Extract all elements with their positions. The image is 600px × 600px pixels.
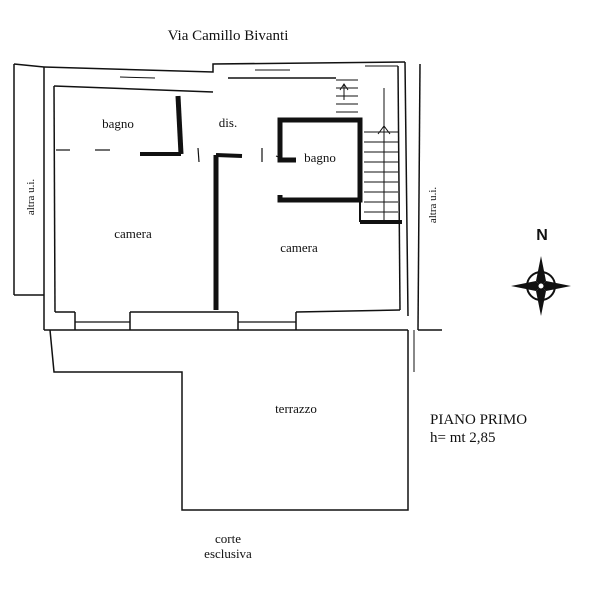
neighbor-right-label: altra u.i. xyxy=(427,187,439,224)
courtyard-label-line1: corte xyxy=(215,531,241,546)
staircase xyxy=(336,79,398,213)
neighbor-unit-right xyxy=(417,63,442,331)
neighbor-left-label: altra u.i. xyxy=(25,179,37,216)
street-name-label: Via Camillo Bivanti xyxy=(168,28,289,44)
courtyard-label-line2: esclusiva xyxy=(204,546,252,561)
outer-walls xyxy=(43,61,409,331)
floor-height: h= mt 2,85 xyxy=(430,430,496,446)
compass-north-label: N xyxy=(536,227,548,244)
interior-walls xyxy=(56,88,402,310)
room-label-bedroom-left: camera xyxy=(114,226,152,241)
terrace-outline xyxy=(49,329,415,511)
neighbor-unit-left xyxy=(13,63,45,296)
stair-direction-arrow-icon xyxy=(339,83,391,150)
floor-name: PIANO PRIMO xyxy=(430,412,527,428)
room-label-bathroom-right: bagno xyxy=(304,150,336,165)
room-label-hall: dis. xyxy=(219,115,237,130)
room-label-bedroom-right: camera xyxy=(280,240,318,255)
compass-rose-icon xyxy=(511,256,571,316)
room-label-bathroom-left: bagno xyxy=(102,116,134,131)
room-label-terrace: terrazzo xyxy=(275,401,317,416)
